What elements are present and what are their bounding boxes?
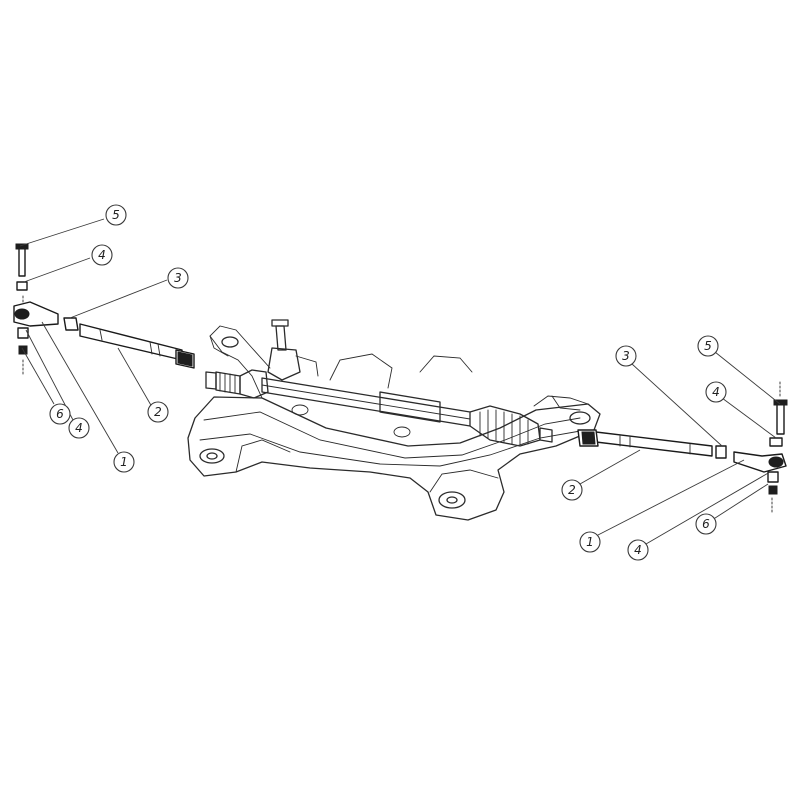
callout-L3: 3 xyxy=(167,267,189,289)
callout-label: 6 xyxy=(702,517,710,531)
callout-label: 4 xyxy=(712,385,720,399)
callout-label: 5 xyxy=(112,208,120,222)
callout-L2: 2 xyxy=(147,401,169,423)
right-upper-seal xyxy=(769,437,783,447)
callout-L4b: 4 xyxy=(68,417,90,439)
callout-R4b: 4 xyxy=(627,539,649,561)
left-inner-tie-rod xyxy=(79,323,183,361)
left-upper-seal xyxy=(16,281,28,291)
callout-label: 3 xyxy=(622,349,630,363)
callout-L1: 1 xyxy=(113,451,135,473)
subframe xyxy=(187,325,601,521)
leader-lines xyxy=(19,218,781,545)
callout-R3: 3 xyxy=(615,345,637,367)
left-tie-rod-group xyxy=(13,243,195,377)
callout-label: 4 xyxy=(98,248,106,262)
callout-label: 5 xyxy=(704,339,712,353)
steering-rack xyxy=(205,319,553,447)
right-bolt xyxy=(776,403,785,435)
right-inner-tie-rod xyxy=(595,431,713,457)
callout-L4a: 4 xyxy=(91,244,113,266)
callout-label: 6 xyxy=(56,407,64,421)
callout-L5: 5 xyxy=(105,204,127,226)
left-lower-boot xyxy=(17,327,29,339)
callout-L6: 6 xyxy=(49,403,71,425)
left-outer-tie-rod-end xyxy=(13,301,59,327)
right-jam-nut xyxy=(715,445,727,459)
callout-label: 2 xyxy=(154,405,162,419)
callout-R2: 2 xyxy=(561,479,583,501)
callout-label: 4 xyxy=(75,421,83,435)
right-nut xyxy=(768,485,778,495)
left-jam-nut xyxy=(63,317,79,331)
callout-R5: 5 xyxy=(697,335,719,357)
callout-R6: 6 xyxy=(695,513,717,535)
callout-R1: 1 xyxy=(579,531,601,553)
left-bolt xyxy=(18,245,26,277)
callout-label: 4 xyxy=(634,543,642,557)
callout-label: 1 xyxy=(586,535,594,549)
callout-label: 3 xyxy=(174,271,182,285)
callout-R4a: 4 xyxy=(705,381,727,403)
callout-label: 1 xyxy=(120,455,128,469)
callout-label: 2 xyxy=(568,483,576,497)
right-tie-rod-group xyxy=(577,381,788,513)
right-lower-boot xyxy=(767,471,779,483)
